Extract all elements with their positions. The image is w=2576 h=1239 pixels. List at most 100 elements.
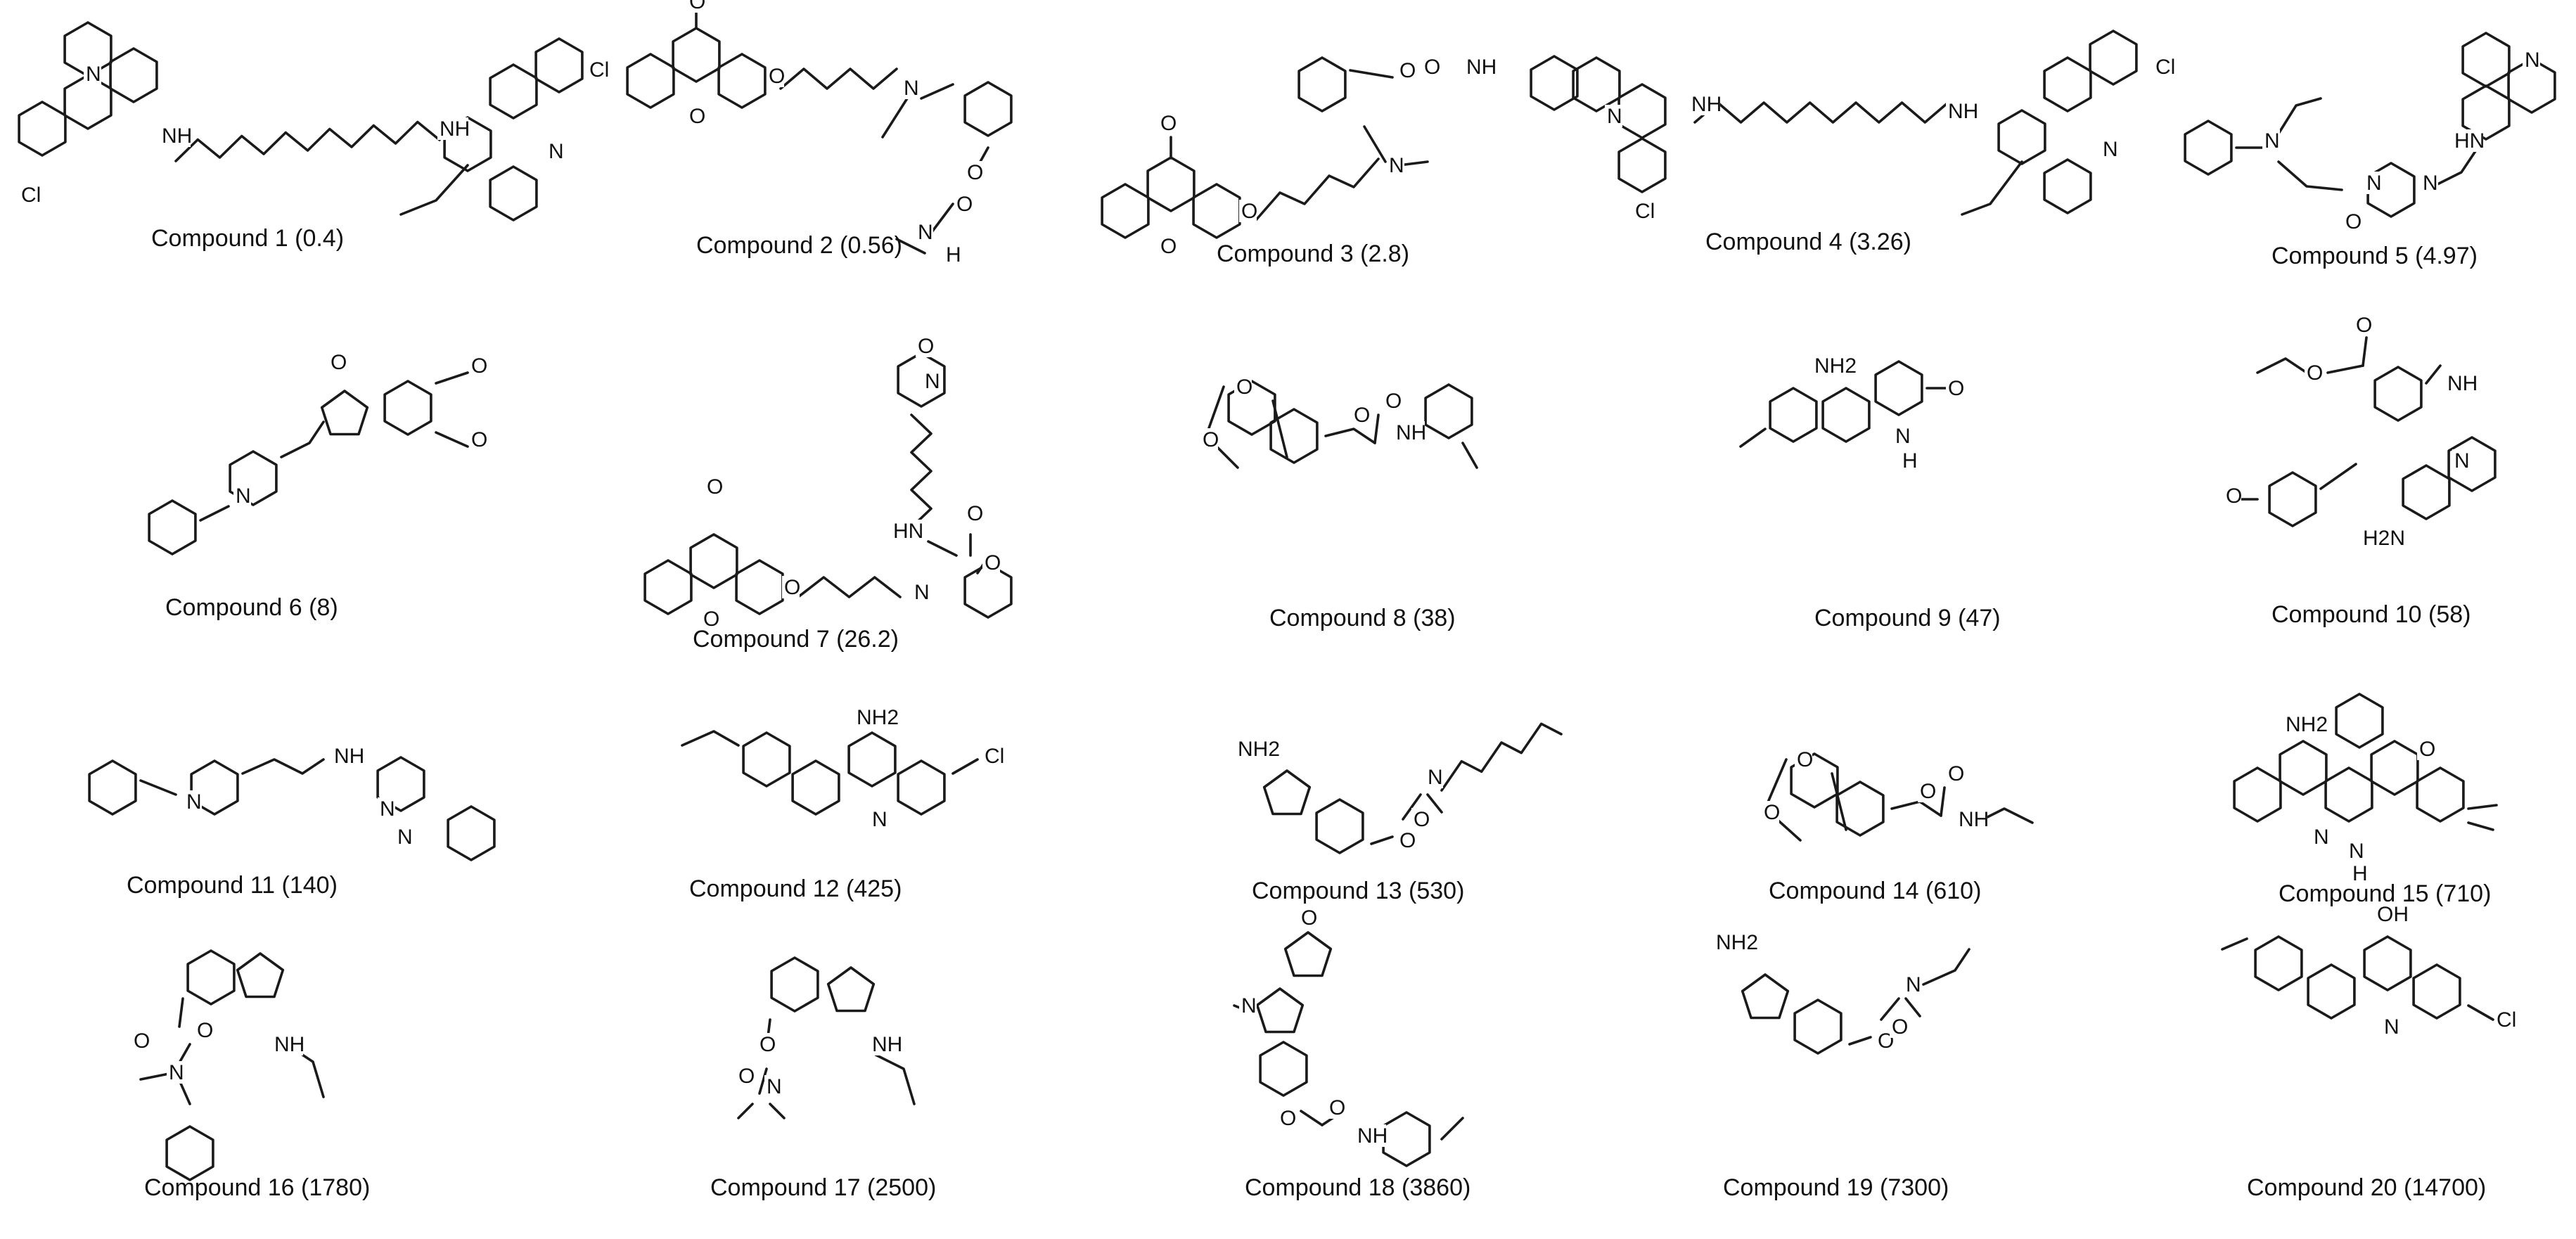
atom-bg — [944, 243, 961, 266]
atom-bg — [1956, 808, 1987, 830]
atom-label: NH2 — [1238, 738, 1280, 761]
bond-2-5 — [779, 68, 898, 90]
bond-4-7 — [1997, 109, 2046, 165]
atom-bg — [1812, 354, 1857, 377]
bond-20-4 — [2363, 935, 2412, 991]
bond-18-5 — [1300, 1110, 1324, 1126]
atom-label: NH — [1466, 56, 1497, 79]
bond-20-6 — [2467, 1004, 2494, 1021]
bond-8-4 — [1271, 399, 1288, 458]
atom-bg — [1918, 780, 1935, 802]
bond-16-2 — [236, 952, 285, 999]
atom-label: O — [1424, 56, 1440, 79]
atom-label: O — [2307, 361, 2323, 385]
atom-label: O — [1414, 808, 1430, 831]
bond-7-8 — [797, 576, 902, 598]
atom-label: N — [1895, 425, 1911, 448]
atom-label: N — [914, 581, 930, 604]
atom-bg — [469, 428, 487, 451]
atom-bg — [1383, 390, 1401, 412]
atom-bg — [923, 370, 940, 392]
bond-13-5 — [1426, 793, 1443, 814]
atom-label: O — [1399, 59, 1416, 82]
bond-11-3 — [190, 759, 239, 816]
atom-label: O — [1329, 1096, 1345, 1119]
bond-19-6 — [1922, 948, 1971, 986]
atom-bg — [1234, 375, 1252, 398]
bond-19-1 — [1741, 973, 1790, 1020]
bond-3-8 — [1297, 56, 1347, 113]
atom-bg — [736, 1065, 754, 1087]
bond-1-10 — [399, 164, 469, 216]
atom-label: NH — [1959, 808, 1989, 831]
bond-17-5 — [737, 1103, 754, 1119]
atom-bg — [1605, 105, 1622, 127]
bond-16-3 — [178, 997, 184, 1028]
atom-bg — [782, 576, 800, 598]
atom-label: O — [2419, 738, 2435, 761]
atom-label: O — [769, 65, 785, 88]
atom-label: N — [2264, 129, 2280, 153]
bond-6-8 — [435, 431, 469, 448]
atom-label: NH — [872, 1033, 902, 1056]
atom-label: O — [1160, 112, 1177, 135]
bond-2-1 — [626, 53, 675, 109]
bond-14-6 — [1940, 786, 1946, 817]
bond-19-3 — [1848, 1036, 1872, 1046]
atom-label: N — [925, 370, 940, 393]
atom-bg — [395, 826, 413, 848]
atom-bg — [2262, 129, 2280, 152]
bond-1-7 — [534, 37, 584, 94]
bond-2-2 — [672, 27, 721, 83]
atom-bg — [2494, 1008, 2525, 1031]
atom-label: O — [1399, 829, 1416, 852]
atom-bg — [2417, 738, 2435, 760]
atom-bg — [2452, 449, 2470, 472]
bond-10-8 — [2402, 464, 2451, 520]
atom-bg — [870, 808, 887, 830]
bond-4-1 — [1572, 56, 1621, 113]
atom-bg — [870, 1033, 901, 1055]
compound-label: Compound 9 (47) — [1814, 605, 2001, 631]
bond-11-6 — [447, 805, 496, 861]
bond-8-3 — [1205, 385, 1239, 469]
atom-label: NH — [1396, 421, 1426, 444]
bond-1-3 — [18, 101, 67, 157]
atom-label: O — [918, 335, 934, 358]
bond-10-6 — [2268, 471, 2317, 527]
compound-label: Compound 10 (58) — [2271, 601, 2471, 628]
atom-bg — [437, 117, 468, 140]
bond-12-2 — [742, 731, 791, 788]
atom-bg — [705, 475, 722, 498]
bond-1-5 — [174, 120, 441, 162]
bond-5-7 — [2507, 58, 2556, 114]
bond-15-2 — [2279, 740, 2328, 796]
bond-14-2 — [1835, 781, 1885, 837]
atom-bg — [1904, 973, 1921, 996]
atom-bg — [1299, 906, 1316, 929]
compound-label: Compound 15 (710) — [2279, 880, 2492, 907]
bond-17-4 — [758, 1067, 768, 1095]
atom-label: O — [703, 608, 719, 631]
atom-bg — [2361, 527, 2405, 549]
bond-16-7 — [165, 1125, 214, 1181]
atom-bg — [1236, 738, 1280, 760]
bond-17-6 — [769, 1103, 786, 1119]
bond-6-4 — [280, 421, 325, 458]
atom-label: NH — [274, 1033, 305, 1056]
compound-label: Compound 6 (8) — [165, 594, 338, 621]
bond-10-9 — [2447, 436, 2497, 492]
bond-13-3 — [1370, 835, 1394, 845]
atom-label: O — [134, 1029, 150, 1053]
atom-bg — [469, 354, 487, 377]
atom-bg — [854, 706, 899, 728]
atom-bg — [2452, 129, 2483, 152]
atom-bg — [912, 581, 930, 603]
